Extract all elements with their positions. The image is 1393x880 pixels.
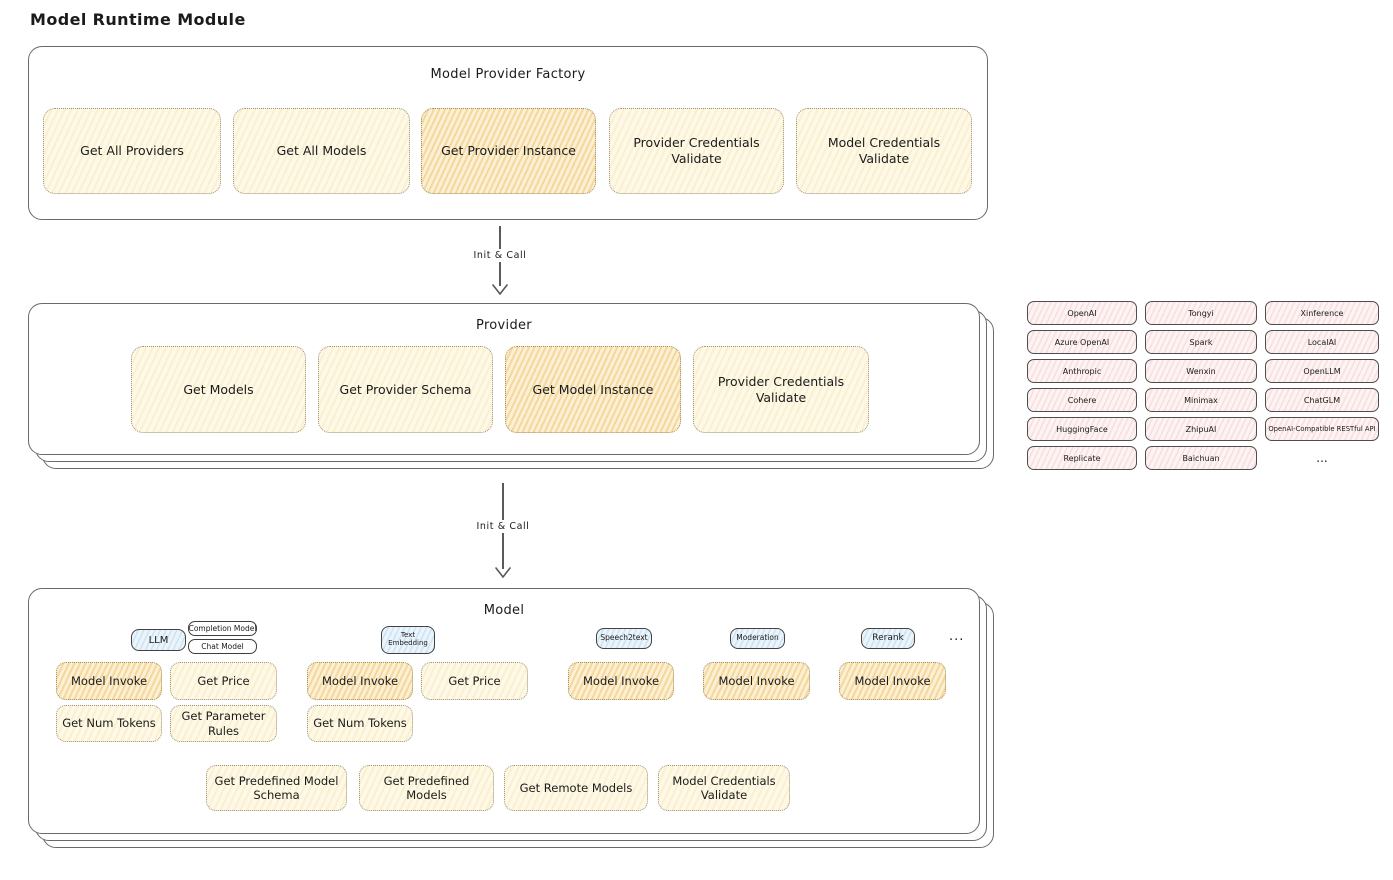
provider-chip[interactable]: Cohere	[1027, 388, 1137, 412]
provider-chip[interactable]: HuggingFace	[1027, 417, 1137, 441]
provider-chip[interactable]: Spark	[1145, 330, 1257, 354]
tabs-more-ellipsis: ...	[949, 629, 965, 644]
tab-chat-model[interactable]: Chat Model	[188, 639, 257, 654]
init-call-label-top: Init & Call	[455, 249, 545, 262]
provider-chip[interactable]: ZhipuAI	[1145, 417, 1257, 441]
provider-chip[interactable]: OpenLLM	[1265, 359, 1379, 383]
llm-get-parameter-rules-node[interactable]: Get Parameter Rules	[170, 705, 277, 742]
embedding-model-invoke-node[interactable]: Model Invoke	[307, 662, 413, 700]
provider-chip[interactable]: Replicate	[1027, 446, 1137, 470]
page-title: Model Runtime Module	[30, 10, 246, 29]
provider-chip[interactable]: OpenAI	[1027, 301, 1137, 325]
provider-credentials-validate-node[interactable]: Provider Credentials Validate	[693, 346, 869, 433]
llm-get-num-tokens-node[interactable]: Get Num Tokens	[56, 705, 162, 742]
embedding-get-price-node[interactable]: Get Price	[421, 662, 528, 700]
tab-rerank[interactable]: Rerank	[861, 628, 915, 649]
provider-chip[interactable]: Azure OpenAI	[1027, 330, 1137, 354]
provider-list: OpenAI Tongyi Xinference Azure OpenAI Sp…	[1027, 301, 1379, 470]
rerank-model-invoke-node[interactable]: Model Invoke	[839, 662, 946, 700]
factory-title: Model Provider Factory	[430, 67, 586, 82]
get-predefined-model-schema-node[interactable]: Get Predefined Model Schema	[206, 765, 347, 811]
get-all-models-node[interactable]: Get All Models	[233, 108, 410, 194]
llm-model-invoke-node[interactable]: Model Invoke	[56, 662, 162, 700]
provider-chip[interactable]: Baichuan	[1145, 446, 1257, 470]
provider-chip[interactable]: Minimax	[1145, 388, 1257, 412]
provider-chip[interactable]: Xinference	[1265, 301, 1379, 325]
moderation-model-invoke-node[interactable]: Model Invoke	[703, 662, 810, 700]
arrow-head-icon	[492, 284, 508, 295]
tab-text-embedding[interactable]: Text Embedding	[381, 626, 435, 654]
provider-box[interactable]: Provider Get Models Get Provider Schema …	[28, 303, 980, 455]
embedding-get-num-tokens-node[interactable]: Get Num Tokens	[307, 705, 413, 742]
tab-speech2text[interactable]: Speech2text	[596, 628, 652, 649]
provider-chip[interactable]: Wenxin	[1145, 359, 1257, 383]
arrow-head-icon	[495, 567, 511, 578]
get-model-instance-node[interactable]: Get Model Instance	[505, 346, 681, 433]
get-predefined-models-node[interactable]: Get Predefined Models	[359, 765, 494, 811]
get-provider-instance-node[interactable]: Get Provider Instance	[421, 108, 596, 194]
tab-completion-model[interactable]: Completion Model	[188, 621, 257, 636]
init-call-label-bottom: Init & Call	[458, 520, 548, 533]
provider-chip[interactable]: LocalAI	[1265, 330, 1379, 354]
provider-chip[interactable]: ChatGLM	[1265, 388, 1379, 412]
get-models-node[interactable]: Get Models	[131, 346, 306, 433]
model-title: Model	[483, 603, 525, 618]
get-remote-models-node[interactable]: Get Remote Models	[504, 765, 648, 811]
tab-moderation[interactable]: Moderation	[730, 628, 785, 649]
get-all-providers-node[interactable]: Get All Providers	[43, 108, 221, 194]
provider-chip[interactable]: Tongyi	[1145, 301, 1257, 325]
provider-chip[interactable]: Anthropic	[1027, 359, 1137, 383]
get-provider-schema-node[interactable]: Get Provider Schema	[318, 346, 493, 433]
llm-get-price-node[interactable]: Get Price	[170, 662, 277, 700]
model-credentials-validate-factory-node[interactable]: Model Credentials Validate	[796, 108, 972, 194]
provider-list-ellipsis: ...	[1316, 451, 1328, 465]
provider-title: Provider	[476, 318, 532, 333]
speech2text-model-invoke-node[interactable]: Model Invoke	[568, 662, 674, 700]
provider-chip[interactable]: OpenAI-Compatible RESTful API	[1265, 417, 1379, 441]
model-provider-factory-box[interactable]: Model Provider Factory Get All Providers…	[28, 46, 988, 220]
provider-credentials-validate-factory-node[interactable]: Provider Credentials Validate	[609, 108, 784, 194]
model-credentials-validate-node[interactable]: Model Credentials Validate	[658, 765, 790, 811]
tab-llm[interactable]: LLM	[131, 629, 186, 651]
model-box[interactable]: Model LLM Completion Model Chat Model Te…	[28, 588, 980, 834]
